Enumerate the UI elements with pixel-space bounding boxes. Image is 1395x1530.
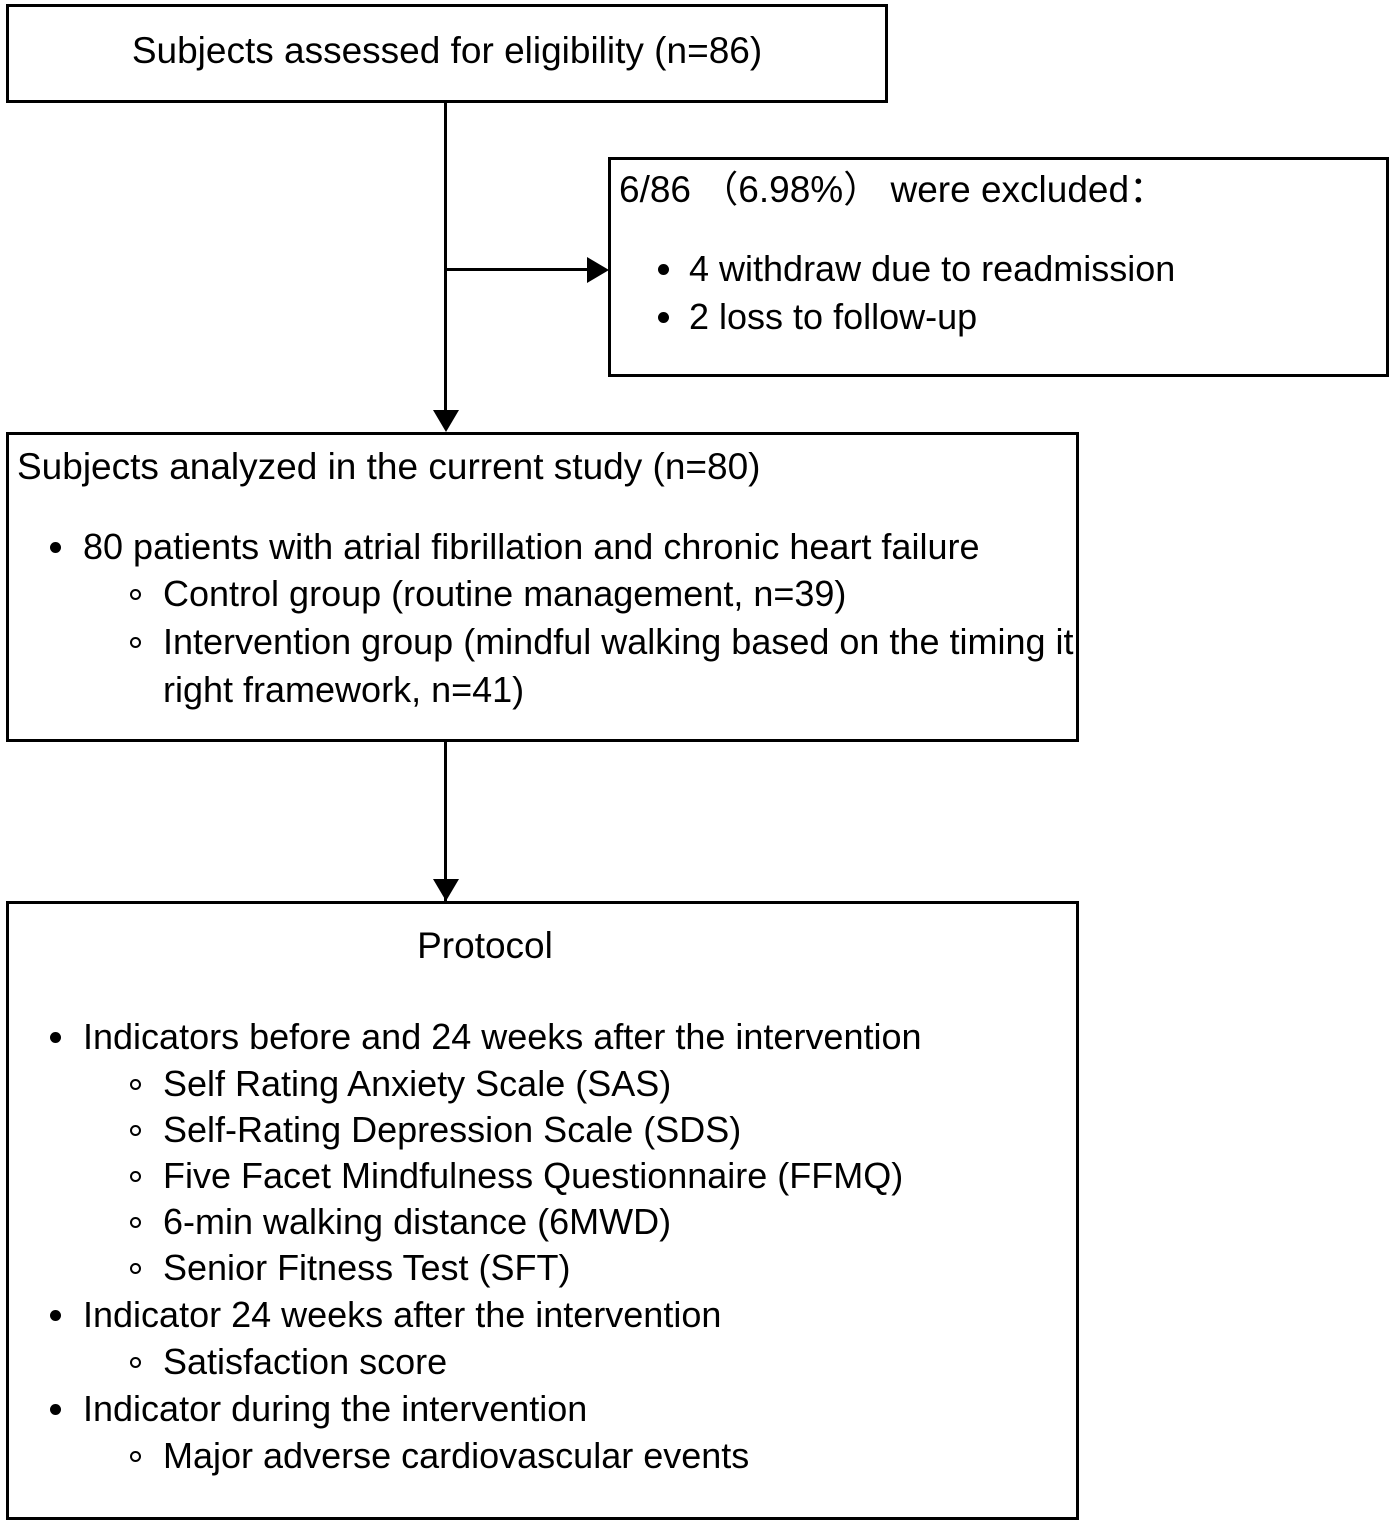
disc-bullet-icon <box>50 523 80 570</box>
list-item-label: Self-Rating Depression Scale (SDS) <box>163 1109 742 1150</box>
disc-bullet-icon <box>658 293 688 341</box>
arrow-head-down-icon <box>433 410 459 432</box>
list-item: Senior Fitness Test (SFT) <box>130 1245 1078 1291</box>
circle-bullet-icon <box>130 1245 160 1291</box>
list-item: Indicators before and 24 weeks after the… <box>50 1013 1078 1291</box>
list-item-label: Indicator 24 weeks after the interventio… <box>83 1294 722 1335</box>
arrow-head-right-icon <box>587 257 609 283</box>
circle-bullet-icon <box>130 1339 160 1385</box>
list-item: Self-Rating Depression Scale (SDS) <box>130 1107 1078 1153</box>
list-item-label: Intervention group (mindful walking base… <box>163 621 1074 710</box>
protocol-indicator-list: Indicators before and 24 weeks after the… <box>50 1013 1078 1479</box>
circle-bullet-icon <box>130 618 160 666</box>
analyzed-groups-list: 80 patients with atrial fibrillation and… <box>50 523 1078 714</box>
list-item: Satisfaction score <box>130 1339 1078 1385</box>
list-item: Intervention group (mindful walking base… <box>130 618 1078 714</box>
analyzed-heading: Subjects analyzed in the current study (… <box>17 446 761 487</box>
excluded-reasons-list: 4 withdraw due to readmission 2 loss to … <box>658 245 1368 341</box>
list-item: 80 patients with atrial fibrillation and… <box>50 523 1078 714</box>
disc-bullet-icon <box>50 1013 80 1061</box>
list-item-label: Senior Fitness Test (SFT) <box>163 1247 571 1288</box>
analyzed-subgroup-list: Control group (routine management, n=39)… <box>83 570 1078 714</box>
circle-bullet-icon <box>130 1153 160 1199</box>
box-subjects-analyzed: Subjects analyzed in the current study (… <box>6 432 1079 742</box>
list-item-label: Indicators before and 24 weeks after the… <box>83 1016 922 1057</box>
protocol-title: Protocol <box>417 925 553 966</box>
box-subjects-assessed-for-eligibility: Subjects assessed for eligibility (n=86) <box>6 4 888 103</box>
circle-bullet-icon <box>130 1107 160 1153</box>
list-item-label: 6-min walking distance (6MWD) <box>163 1201 672 1242</box>
excluded-heading: 6/86 （6.98%） were excluded： <box>619 169 1167 210</box>
list-item-label: 80 patients with atrial fibrillation and… <box>83 526 980 567</box>
circle-bullet-icon <box>130 1433 160 1479</box>
list-item: 6-min walking distance (6MWD) <box>130 1199 1078 1245</box>
circle-bullet-icon <box>130 1061 160 1107</box>
disc-bullet-icon <box>50 1385 80 1433</box>
list-item: Indicator 24 weeks after the interventio… <box>50 1291 1078 1385</box>
protocol-sublist: Satisfaction score <box>83 1339 1078 1385</box>
disc-bullet-icon <box>658 245 688 293</box>
circle-bullet-icon <box>130 570 160 618</box>
list-item: 2 loss to follow-up <box>658 293 1368 341</box>
connector-analyzed-to-protocol <box>444 742 447 901</box>
connector-eligibility-to-analyzed <box>444 103 447 423</box>
list-item-label: 4 withdraw due to readmission <box>689 248 1176 289</box>
protocol-sublist: Self Rating Anxiety Scale (SAS) Self-Rat… <box>83 1061 1078 1291</box>
list-item: Self Rating Anxiety Scale (SAS) <box>130 1061 1078 1107</box>
box-protocol: Protocol Indicators before and 24 weeks … <box>6 901 1079 1520</box>
arrow-head-down-icon <box>433 879 459 901</box>
list-item-label: Major adverse cardiovascular events <box>163 1435 750 1476</box>
eligibility-title: Subjects assessed for eligibility (n=86) <box>131 30 763 71</box>
disc-bullet-icon <box>50 1291 80 1339</box>
list-item: Five Facet Mindfulness Questionnaire (FF… <box>130 1153 1078 1199</box>
list-item: Indicator during the intervention Major … <box>50 1385 1078 1479</box>
list-item-label: Indicator during the intervention <box>83 1388 588 1429</box>
box-excluded-subjects: 6/86 （6.98%） were excluded： 4 withdraw d… <box>608 157 1389 377</box>
connector-branch-to-excluded <box>444 268 594 271</box>
circle-bullet-icon <box>130 1199 160 1245</box>
list-item: Major adverse cardiovascular events <box>130 1433 1078 1479</box>
list-item-label: Control group (routine management, n=39) <box>163 573 847 614</box>
protocol-sublist: Major adverse cardiovascular events <box>83 1433 1078 1479</box>
list-item-label: Self Rating Anxiety Scale (SAS) <box>163 1063 672 1104</box>
list-item: Control group (routine management, n=39) <box>130 570 1078 618</box>
list-item-label: Satisfaction score <box>163 1341 448 1382</box>
list-item-label: Five Facet Mindfulness Questionnaire (FF… <box>163 1155 904 1196</box>
list-item-label: 2 loss to follow-up <box>689 296 978 337</box>
list-item: 4 withdraw due to readmission <box>658 245 1368 293</box>
